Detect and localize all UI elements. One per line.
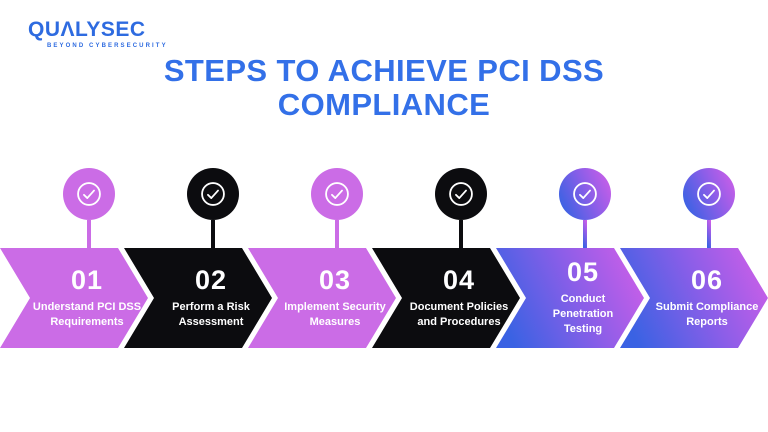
logo-wordmark: QUΛLYSEC bbox=[28, 18, 146, 41]
step-2-marker bbox=[187, 168, 239, 220]
step-4-number: 04 bbox=[442, 264, 476, 295]
step-1-marker bbox=[63, 168, 115, 220]
step-1-label: Understand PCI DSS Requirements bbox=[32, 300, 142, 328]
qualysec-logo: QUΛLYSEC BEYOND CYBERSECURITY bbox=[28, 18, 168, 49]
step-6-number: 06 bbox=[690, 264, 724, 295]
check-circle-icon bbox=[573, 182, 597, 206]
step-5-connector bbox=[583, 220, 587, 248]
page-title-line2: COMPLIANCE bbox=[277, 87, 491, 122]
step-3-label: Implement Security Measures bbox=[284, 300, 386, 328]
step-4-marker bbox=[435, 168, 487, 220]
step-5-number: 05 bbox=[566, 257, 600, 288]
step-3-connector bbox=[335, 220, 339, 248]
check-circle-icon bbox=[697, 182, 721, 206]
step-4-connector bbox=[459, 220, 463, 248]
step-5-label: Conduct Penetration Testing bbox=[552, 293, 614, 335]
step-1-number: 01 bbox=[70, 264, 104, 295]
step-2-label: Perform a Risk Assessment bbox=[172, 300, 250, 328]
page-title-line1: STEPS TO ACHIEVE PCI DSS bbox=[163, 53, 605, 88]
step-5-marker bbox=[559, 168, 611, 220]
check-circle-icon bbox=[201, 182, 225, 206]
logo-tagline: BEYOND CYBERSECURITY bbox=[47, 43, 168, 50]
step-6-connector bbox=[707, 220, 711, 248]
step-4-label: Document Policies and Procedures bbox=[409, 300, 509, 328]
step-2-connector bbox=[211, 220, 215, 248]
step-3-number: 03 bbox=[318, 264, 352, 295]
step-6-marker bbox=[683, 168, 735, 220]
step-1-chevron: 01 Understand PCI DSS Requirements bbox=[0, 248, 148, 348]
page-title: STEPS TO ACHIEVE PCI DSS COMPLIANCE bbox=[0, 54, 768, 122]
step-2-number: 02 bbox=[194, 264, 228, 295]
step-3-marker bbox=[311, 168, 363, 220]
check-circle-icon bbox=[449, 182, 473, 206]
step-6-label: Submit Compliance Reports bbox=[655, 300, 759, 328]
check-circle-icon bbox=[325, 182, 349, 206]
step-1-connector bbox=[87, 220, 91, 248]
check-circle-icon bbox=[77, 182, 101, 206]
